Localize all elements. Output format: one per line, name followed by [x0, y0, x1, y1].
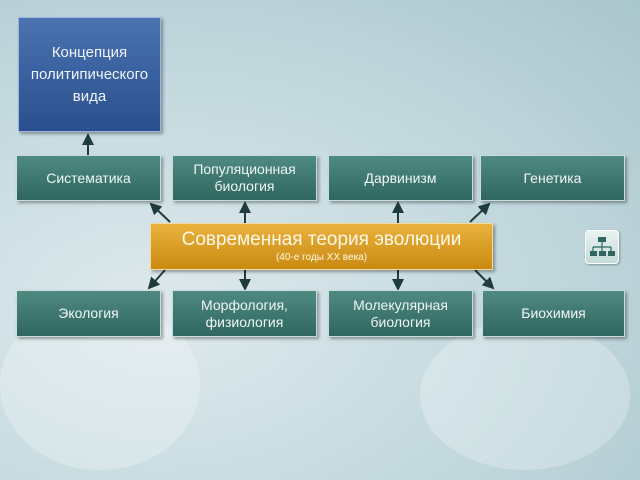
box-label: Морфология, физиология	[201, 296, 288, 330]
box-label: Биохимия	[521, 305, 586, 321]
row1-box: Дарвинизм	[328, 155, 473, 201]
row2-box: Молекулярная биология	[328, 290, 473, 337]
box-label: Популяционная биология	[193, 161, 296, 194]
box-label: Молекулярная биология	[353, 296, 448, 330]
row2-box: Биохимия	[482, 290, 625, 337]
center-title: Современная теория эволюции	[181, 229, 462, 250]
row1-box: Генетика	[480, 155, 625, 201]
row1-box: Популяционная биология	[172, 155, 317, 201]
arrow	[469, 202, 491, 223]
box-label: Систематика	[46, 169, 131, 186]
hierarchy-nav-button[interactable]	[585, 230, 619, 264]
box-label: Генетика	[523, 169, 582, 186]
box-label: Экология	[58, 305, 119, 321]
concept-label: Концепция политипического вида	[30, 43, 149, 105]
row1-box: Систематика	[16, 155, 161, 201]
central-theory-box: Современная теория эволюции (40-е годы X…	[150, 223, 493, 270]
hierarchy-icon	[590, 237, 615, 256]
center-subtitle: (40-е годы XX века)	[275, 252, 368, 263]
row2-box: Морфология, физиология	[172, 290, 317, 337]
box-label: Дарвинизм	[364, 169, 437, 186]
row2-box: Экология	[16, 290, 161, 337]
concept-box: Концепция политипического вида	[18, 17, 161, 132]
arrow	[147, 269, 166, 290]
background-shape	[420, 320, 630, 470]
arrow	[474, 269, 495, 290]
arrow	[149, 202, 171, 223]
